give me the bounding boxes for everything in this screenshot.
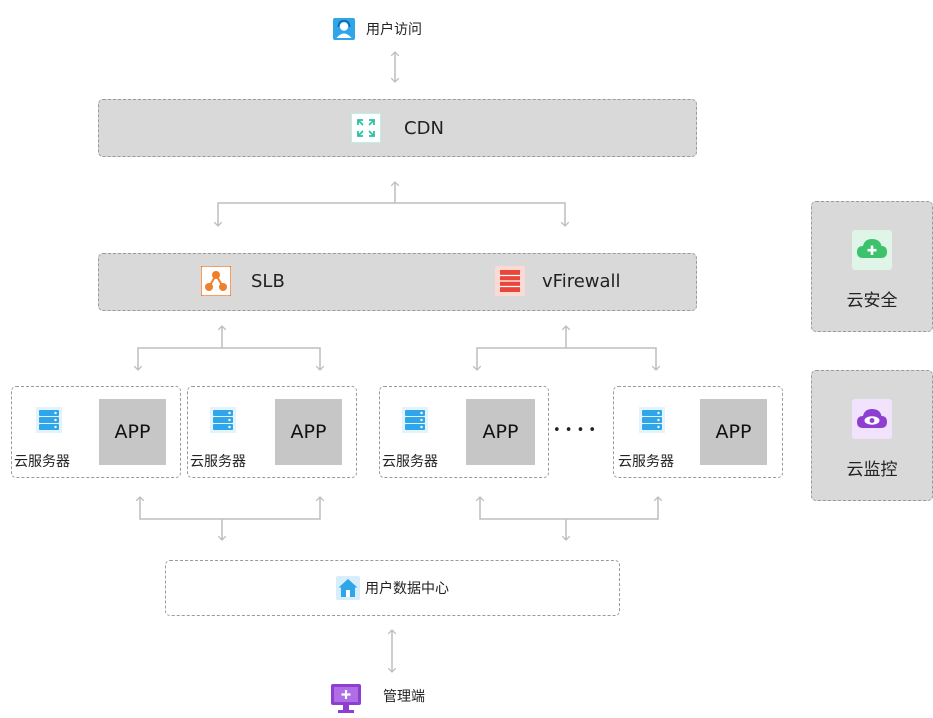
app-box: APP (275, 399, 342, 465)
user-access-label: 用户访问 (366, 22, 422, 38)
management-node: 管理端 (330, 683, 425, 714)
server-rack-icon (210, 407, 236, 433)
slb-label: SLB (251, 270, 285, 292)
server-group-1: 云服务器 APP (11, 386, 181, 478)
cloud-monitor-label: 云监控 (846, 460, 898, 480)
server-group-3: 云服务器 APP (379, 386, 549, 478)
cdn-band: CDN (98, 99, 697, 157)
home-icon (336, 576, 360, 600)
server-label: 云服务器 (190, 454, 246, 470)
app-box: APP (99, 399, 166, 465)
data-center-box: 用户数据中心 (165, 560, 620, 616)
vfirewall-node: vFirewall (495, 266, 621, 296)
server-label: 云服务器 (618, 454, 674, 470)
load-balancer-icon (200, 265, 232, 297)
management-label: 管理端 (383, 689, 425, 705)
ellipsis-dots: • • • • (553, 423, 597, 438)
slb-node: SLB (200, 265, 285, 297)
app-box: APP (466, 399, 535, 465)
user-access-node: 用户访问 (333, 18, 422, 40)
cloud-plus-icon (852, 230, 892, 270)
server-rack-icon (402, 407, 428, 433)
cloud-eye-icon (852, 399, 892, 439)
server-rack-icon (639, 407, 665, 433)
slb-firewall-band (98, 253, 697, 311)
app-box: APP (700, 399, 767, 465)
expand-arrows-icon (351, 113, 382, 143)
user-headset-icon (333, 18, 355, 40)
server-rack-icon (36, 407, 62, 433)
server-label: 云服务器 (14, 454, 70, 470)
vfirewall-label: vFirewall (542, 270, 621, 292)
cloud-monitor-box: 云监控 (811, 370, 933, 501)
server-group-2: 云服务器 APP (187, 386, 357, 478)
server-group-4: 云服务器 APP (613, 386, 783, 478)
monitor-icon (330, 683, 362, 714)
firewall-icon (495, 266, 525, 296)
cloud-security-box: 云安全 (811, 201, 933, 332)
data-center-label: 用户数据中心 (365, 581, 449, 597)
server-label: 云服务器 (382, 454, 438, 470)
cdn-label: CDN (404, 117, 444, 139)
cloud-security-label: 云安全 (846, 291, 898, 311)
